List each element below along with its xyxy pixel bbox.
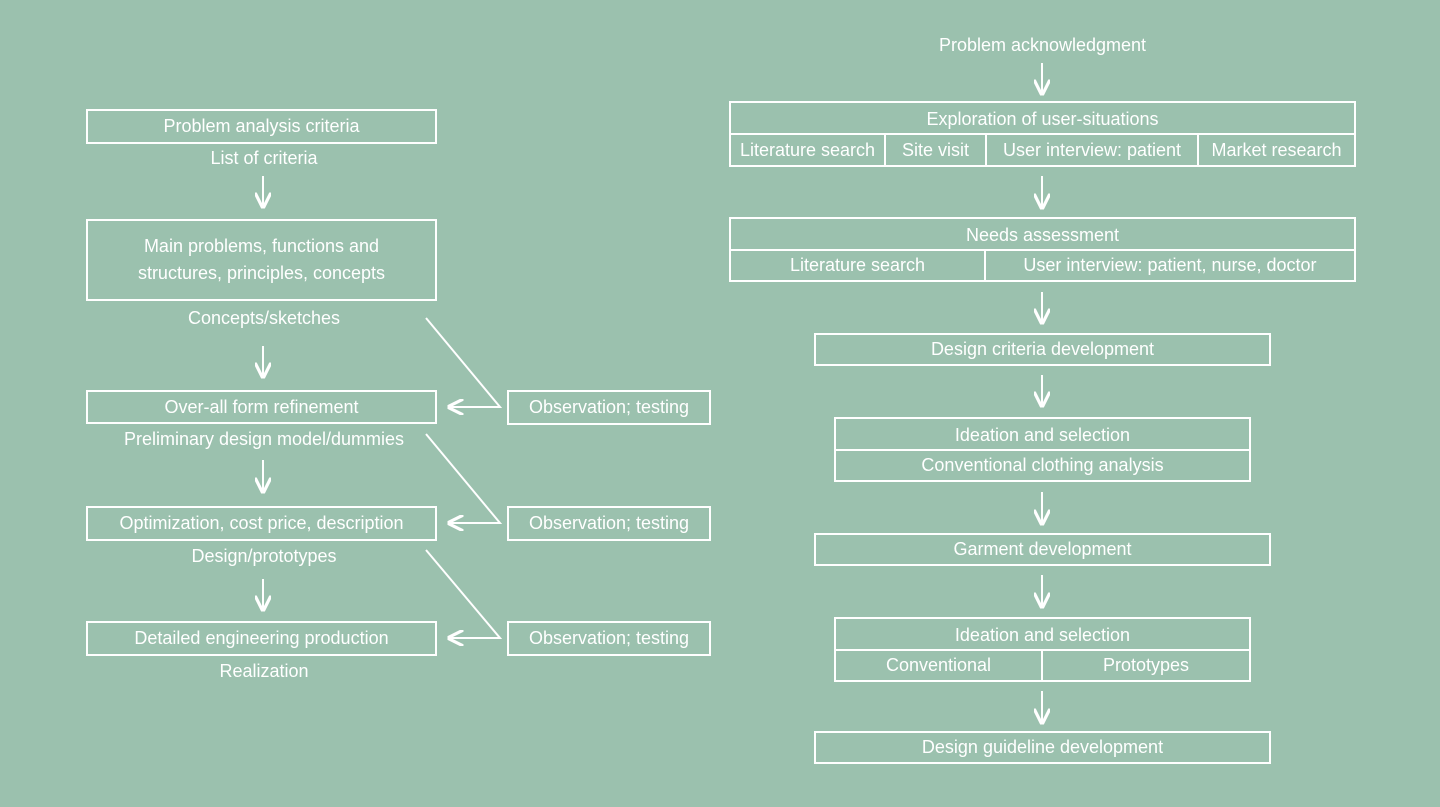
exploration-cell: Market research [1199, 135, 1354, 165]
garment-development-box: Garment development [814, 533, 1271, 566]
ideation-selection-title-box: Ideation and selection [834, 417, 1251, 451]
box-label: Observation; testing [528, 397, 690, 417]
cell-label: Prototypes [1102, 655, 1190, 675]
exploration-cell: Literature search [731, 135, 886, 165]
cell-label: User interview: patient, nurse, doctor [1023, 255, 1317, 275]
cell-label: Market research [1211, 139, 1342, 160]
preliminary-design-label: Preliminary design model/dummies [123, 429, 405, 449]
exploration-title-box: Exploration of user-situations [729, 101, 1356, 135]
box-label: Exploration of user-situations [926, 108, 1159, 129]
observation-testing-box: Observation; testing [507, 621, 711, 656]
design-guideline-box: Design guideline development [814, 731, 1271, 764]
box-label: Over-all form refinement [164, 396, 359, 417]
cell-label: Literature search [789, 255, 926, 275]
over-all-form-refinement-box: Over-all form refinement [86, 390, 437, 424]
feedback-arrow [425, 317, 503, 407]
box-label: Problem analysis criteria [163, 116, 360, 136]
exploration-cells-row: Literature search Site visit User interv… [729, 133, 1356, 167]
box-label: Garment development [953, 539, 1132, 559]
ideation-cell: Prototypes [1043, 651, 1249, 680]
box-label: Conventional clothing analysis [921, 455, 1164, 475]
box-label: Ideation and selection [954, 624, 1131, 645]
ideation-cells-row: Conventional Prototypes [834, 649, 1251, 682]
ideation-cell: Conventional [836, 651, 1043, 680]
realization-label: Realization [219, 661, 309, 681]
needs-cell: User interview: patient, nurse, doctor [986, 251, 1354, 280]
exploration-cell: Site visit [886, 135, 987, 165]
cell-label: User interview: patient [1002, 139, 1182, 160]
concepts-sketches-label: Concepts/sketches [187, 308, 341, 328]
box-label: Needs assessment [965, 224, 1120, 245]
design-criteria-box: Design criteria development [814, 333, 1271, 366]
box-label: Observation; testing [528, 628, 690, 648]
cell-label: Site visit [901, 139, 970, 160]
box-label: Design guideline development [921, 737, 1164, 757]
needs-cells-row: Literature search User interview: patien… [729, 249, 1356, 282]
box-label: Optimization, cost price, description [119, 513, 404, 533]
problem-analysis-criteria-box: Problem analysis criteria [86, 109, 437, 144]
list-of-criteria-label: List of criteria [210, 148, 318, 168]
ideation-selection-title-box: Ideation and selection [834, 617, 1251, 651]
main-problems-box: Main problems, functions and structures,… [86, 219, 437, 301]
problem-acknowledgment-label: Problem acknowledgment [938, 35, 1147, 55]
cell-label: Literature search [739, 139, 876, 160]
cell-label: Conventional [885, 655, 992, 675]
box-label: Detailed engineering production [134, 628, 389, 648]
observation-testing-box: Observation; testing [507, 506, 711, 541]
needs-assessment-title-box: Needs assessment [729, 217, 1356, 251]
box-label: Design criteria development [930, 339, 1155, 359]
design-prototypes-label: Design/prototypes [191, 546, 337, 566]
box-label: Ideation and selection [954, 424, 1131, 445]
observation-testing-box: Observation; testing [507, 390, 711, 425]
needs-cell: Literature search [731, 251, 986, 280]
box-label-line1: Main problems, functions and [143, 236, 380, 256]
box-label: Observation; testing [528, 513, 690, 533]
exploration-cell: User interview: patient [987, 135, 1199, 165]
optimization-box: Optimization, cost price, description [86, 506, 437, 541]
detailed-engineering-box: Detailed engineering production [86, 621, 437, 656]
box-label-line2: structures, principles, concepts [137, 263, 386, 283]
conventional-clothing-analysis-box: Conventional clothing analysis [834, 449, 1251, 482]
